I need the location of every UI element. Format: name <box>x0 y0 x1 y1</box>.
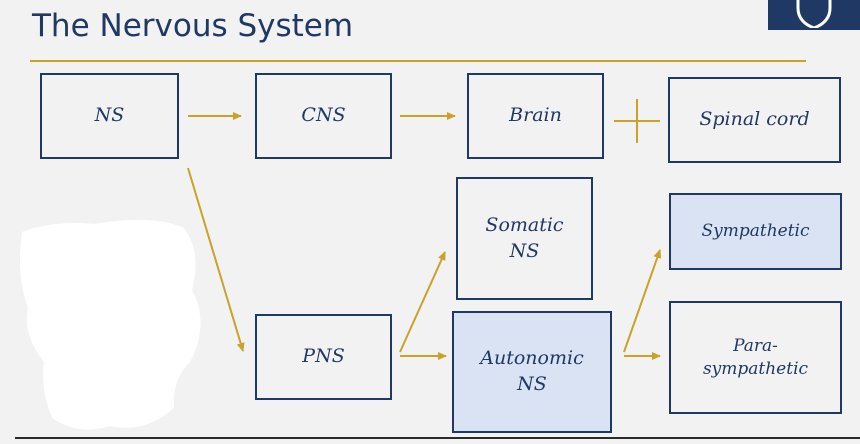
node-cns: CNS <box>255 73 392 159</box>
node-spinal-cord: Spinal cord <box>668 77 841 163</box>
node-brain: Brain <box>467 73 604 159</box>
bottom-divider <box>15 437 860 439</box>
node-somatic-ns: Somatic NS <box>456 177 593 300</box>
node-pns: PNS <box>255 314 392 400</box>
arrow-pns-to-somatic <box>399 251 446 353</box>
title-underline <box>30 60 806 62</box>
arrow-ns-to-pns <box>187 167 245 352</box>
node-sympathetic: Sympathetic <box>669 193 842 270</box>
node-ns: NS <box>40 73 179 159</box>
redaction-blob <box>20 219 201 430</box>
node-parasympathetic: Para- sympathetic <box>669 301 842 414</box>
shield-icon <box>796 0 832 28</box>
arrow-autonomic-to-sympathetic <box>623 249 662 353</box>
node-autonomic-ns: Autonomic NS <box>452 311 612 433</box>
plus-connector <box>614 99 660 143</box>
institution-logo <box>768 0 860 30</box>
page-title: The Nervous System <box>32 8 354 44</box>
